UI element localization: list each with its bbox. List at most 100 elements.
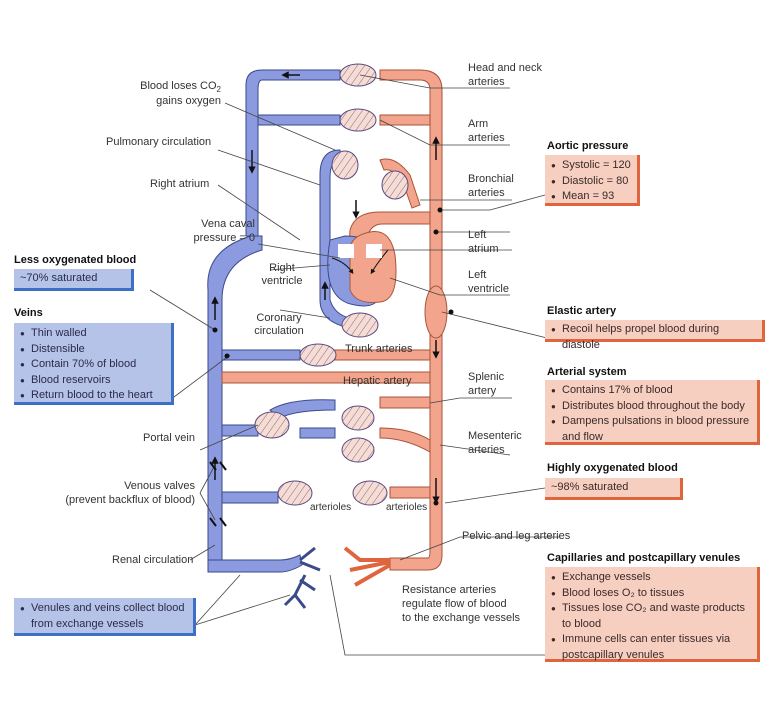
aortic-pressure-item: Diastolic = 80 [551, 174, 631, 190]
trunk-capillary [299, 343, 337, 367]
label-arm-2: arteries [468, 132, 505, 144]
label-venous-valves-1: Venous valves [124, 480, 195, 492]
renal-artery [389, 486, 431, 499]
veins-item: Contain 70% of blood [20, 357, 165, 373]
label-liver: Liver [262, 440, 286, 452]
label-left-ventricle-1: Left [468, 269, 487, 281]
label-right-ventricle-2: ventricle [261, 275, 303, 287]
elastic-artery-bulge [424, 285, 448, 339]
label-afferent: Afferent [388, 478, 423, 489]
heart [327, 230, 397, 307]
label-arterioles-efferent: arterioles [310, 502, 352, 513]
label-bronchial-2: arteries [468, 187, 505, 199]
label-bronchial-1: Bronchial [468, 173, 514, 185]
venous-valve-marks [209, 461, 227, 527]
highly-oxygenated-heading: Highly oxygenated blood [547, 462, 678, 474]
capillaries-item: Exchange vessels [551, 570, 751, 586]
label-vena-caval-1: Vena caval [201, 218, 255, 230]
heart-left [349, 230, 397, 303]
veins-item: Blood reservoirs [20, 373, 165, 389]
label-mesenteric-1: Mesenteric [468, 430, 522, 442]
label-arterioles-afferent: arterioles [386, 502, 428, 513]
splenic-capillary [341, 405, 375, 431]
aortic-pressure-item: Systolic = 120 [551, 158, 631, 174]
lung-capillary-2 [381, 170, 409, 200]
less-oxygenated-heading: Less oxygenated blood [14, 254, 137, 266]
arm-capillary [339, 108, 377, 132]
bronchial-artery [379, 158, 421, 209]
aorta [379, 69, 443, 571]
capillaries-item: Tissues lose CO₂ and waste products to b… [551, 601, 751, 632]
label-pulmonary-circulation: Pulmonary circulation [106, 136, 212, 148]
label-left-atrium-2: atrium [468, 243, 499, 255]
venules-box: Venules and veins collect blood from exc… [14, 598, 196, 636]
veins-box: Thin walled Distensible Contain 70% of b… [14, 323, 174, 405]
label-pelvic-leg: Pelvic and leg arteries [462, 530, 571, 542]
capillaries-item: Blood loses O₂ to tissues [551, 586, 751, 602]
label-left-ventricle-2: ventricle [468, 283, 509, 295]
aortic-pressure-heading: Aortic pressure [547, 140, 629, 152]
label-right-ventricle-1: Right [269, 262, 295, 274]
veins-heading: Veins [14, 307, 43, 319]
venules-item: Venules and veins collect blood from exc… [20, 601, 187, 632]
highly-oxygenated-box: ~98% saturated [545, 478, 683, 500]
label-splenic-1: Splenic [468, 371, 505, 383]
mesenteric-capillary [341, 437, 375, 463]
arterial-system-box: Contains 17% of blood Distributes blood … [545, 380, 760, 445]
mesenteric-artery [379, 427, 431, 453]
label-coronary-2: circulation [254, 325, 304, 337]
junction-dots [212, 207, 454, 506]
less-oxygenated-box: ~70% saturated [14, 269, 134, 291]
mesenteric-vein [299, 427, 336, 439]
label-portal-vein: Portal vein [143, 432, 195, 444]
label-coronary-1: Coronary [256, 312, 302, 324]
renal-afferent-capillary [352, 480, 388, 506]
label-trunk-arteries: Trunk arteries [345, 343, 413, 355]
capillaries-heading: Capillaries and postcapillary venules [547, 552, 741, 564]
label-arm-1: Arm [468, 118, 489, 130]
capillaries-box: Exchange vessels Blood loses O₂ to tissu… [545, 567, 760, 662]
label-renal-circulation: Renal circulation [112, 554, 194, 566]
label-left-atrium-1: Left [468, 229, 487, 241]
coronary-capillary [341, 312, 379, 338]
label-resistance-1: Resistance arteries [402, 584, 497, 596]
head-capillary [339, 63, 377, 87]
renal-vein [221, 491, 279, 504]
leg-artery [343, 546, 391, 587]
label-splenic-2: artery [468, 385, 497, 397]
veins-item: Distensible [20, 342, 165, 358]
label-blood-loses-co2: Blood loses CO2 [140, 80, 221, 95]
arterial-system-heading: Arterial system [547, 366, 627, 378]
arm-vein [257, 114, 341, 126]
vena-cava [207, 235, 263, 561]
label-mesenteric-2: arteries [468, 444, 505, 456]
label-right-atrium: Right atrium [150, 178, 210, 190]
trunk-vein [221, 349, 301, 361]
leader-lines [149, 74, 560, 656]
leg-vein-branches [283, 546, 321, 609]
elastic-artery-box: Recoil helps propel blood during diastol… [545, 320, 765, 351]
capillaries-item: Immune cells can enter tissues via postc… [551, 632, 751, 663]
label-vena-caval-2: pressure = 0 [193, 232, 255, 244]
veins-item: Thin walled [20, 326, 165, 342]
label-venous-valves-2: (prevent backflux of blood) [65, 494, 195, 506]
elastic-artery-heading: Elastic artery [547, 305, 617, 317]
aortic-pressure-item: Mean = 93 [551, 189, 631, 205]
aortic-pressure-box: Systolic = 120 Diastolic = 80 Mean = 93 [545, 155, 640, 206]
label-head-neck-1: Head and neck [468, 62, 542, 74]
arterial-system [334, 69, 448, 587]
lung-capillary-1 [331, 150, 359, 180]
portal-vein [221, 424, 259, 437]
capillary-beds [254, 63, 409, 506]
renal-efferent-capillary [277, 480, 313, 506]
veins-item: Return blood to the heart [20, 388, 165, 404]
liver-capillary [254, 411, 290, 439]
arm-artery [379, 114, 431, 126]
label-resistance-3: to the exchange vessels [402, 612, 521, 624]
label-hepatic-artery: Hepatic artery [343, 375, 412, 387]
label-head-neck-2: arteries [468, 76, 505, 88]
less-oxygenated-text: ~70% saturated [20, 272, 98, 284]
arterial-system-item: Dampens pulsations in blood pressure and… [551, 414, 751, 445]
arterial-system-item: Contains 17% of blood [551, 383, 751, 399]
